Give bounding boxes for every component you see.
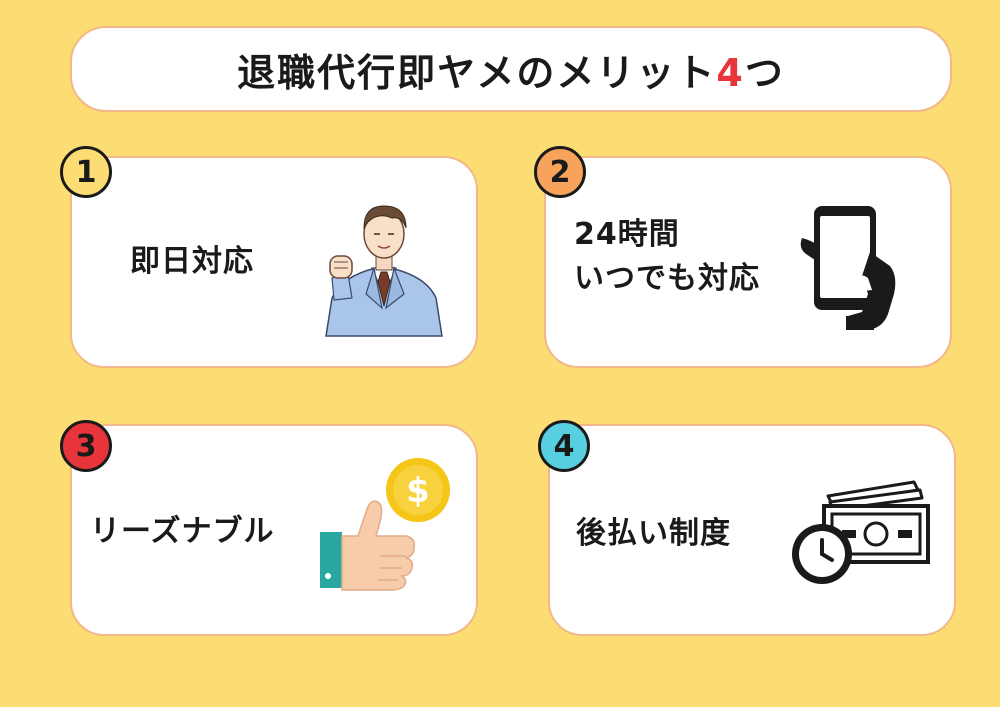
merit-badge-2: 2: [534, 146, 586, 198]
merit-label-3-line: リーズナブル: [90, 514, 275, 549]
title-suffix: つ: [744, 50, 785, 95]
page-title: 退職代行即ヤメのメリット4つ: [237, 42, 785, 97]
merit-label-4: 後払い制度: [576, 512, 731, 556]
businessman-fist-icon: [325, 205, 443, 337]
merit-label-3: リーズナブル: [90, 510, 275, 554]
title-banner: 退職代行即ヤメのメリット4つ: [70, 26, 952, 112]
merit-label-1-line: 即日対応: [130, 244, 254, 279]
merit-label-2: 24時間 いつでも対応: [574, 213, 760, 300]
svg-text:$: $: [406, 471, 430, 511]
merit-label-2-line-1: 24時間: [574, 217, 680, 252]
money-clock-icon: [792, 480, 930, 584]
title-main: 退職代行即ヤメのメリット: [237, 50, 717, 95]
merit-label-4-line: 後払い制度: [576, 516, 731, 551]
merit-badge-4: 4: [538, 420, 590, 472]
title-number: 4: [716, 50, 745, 95]
merit-label-1: 即日対応: [130, 240, 254, 284]
hand-smartphone-icon: [800, 206, 896, 330]
merit-card-3: [70, 424, 478, 636]
merit-badge-1: 1: [60, 146, 112, 198]
thumbs-up-dollar-icon: $: [320, 458, 450, 591]
merit-label-2-line-2: いつでも対応: [574, 260, 760, 296]
merit-badge-3: 3: [60, 420, 112, 472]
